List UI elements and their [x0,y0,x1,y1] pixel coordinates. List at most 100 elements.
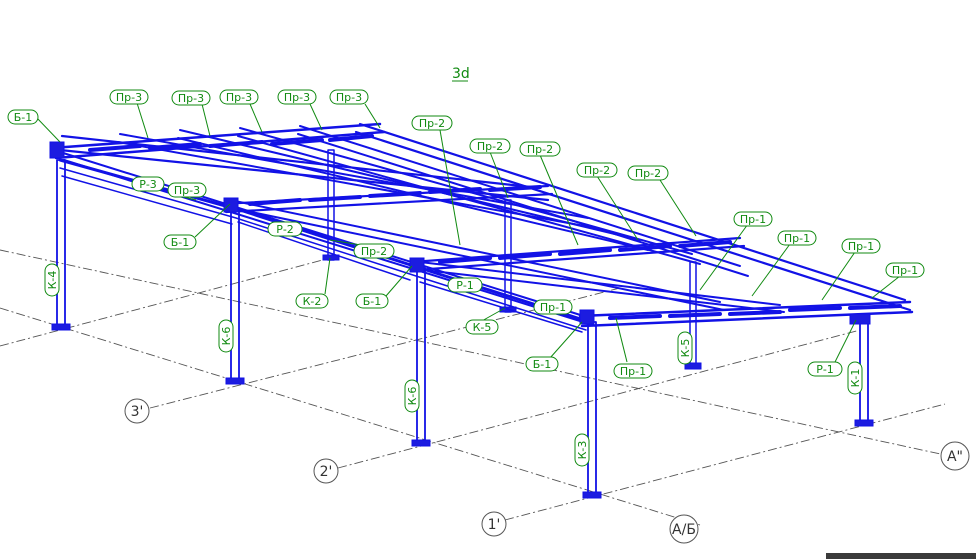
tag-r2: Р-2 [267,221,303,237]
tag-k4: К-4 [44,263,60,297]
svg-text:Пр-3: Пр-3 [116,91,142,104]
svg-text:Р-3: Р-3 [139,178,157,191]
window-edge-bar [826,553,976,559]
svg-text:Пр-3: Пр-3 [174,184,200,197]
axis-label-1: 1' [488,517,501,533]
tag-pr2-3: Пр-2 [519,141,561,157]
tag-pr1-3: Пр-1 [733,211,773,227]
view-title: 3d [452,66,470,82]
svg-text:К-6: К-6 [220,327,233,346]
svg-text:К-5: К-5 [679,339,692,358]
tag-k6-2: К-6 [404,379,420,413]
leader-lines [35,102,901,363]
column-k6-right [409,257,431,447]
svg-text:Б-1: Б-1 [533,358,552,371]
tag-k1: К-1 [847,361,863,395]
axis-label-a2q: А" [947,449,963,465]
svg-text:Пр-2: Пр-2 [584,164,610,177]
tag-pr3-3: Пр-3 [219,89,259,105]
axis-label-3: 3' [131,404,144,420]
axis-marker-ab: А/Б [669,514,699,544]
svg-text:Пр-1: Пр-1 [892,264,918,277]
svg-text:К-4: К-4 [46,271,59,290]
purlin-clips [88,134,902,320]
tag-r1-1: Р-1 [447,277,483,293]
tag-pr2-4: Пр-2 [576,162,618,178]
svg-text:Пр-2: Пр-2 [419,117,445,130]
axis-line-ab [0,307,701,526]
rafter-front [578,300,912,318]
svg-text:К-1: К-1 [849,369,862,388]
svg-text:Пр-1: Пр-1 [540,301,566,314]
tag-pr1-2: Пр-1 [613,363,653,379]
svg-text:Р-2: Р-2 [276,223,294,236]
svg-text:Пр-2: Пр-2 [477,140,503,153]
tag-k5-2: К-5 [677,331,693,365]
tag-pr1-4: Пр-1 [777,230,817,246]
axis-marker-1: 1' [481,511,507,537]
tag-b1-3: Б-1 [355,293,389,309]
tag-pr3-4: Пр-3 [277,89,317,105]
tag-pr1-6: Пр-1 [885,262,925,278]
axis-marker-a2q: А" [940,441,970,471]
svg-text:Пр-3: Пр-3 [178,92,204,105]
svg-text:Пр-3: Пр-3 [284,91,310,104]
tag-pr3-2: Пр-3 [171,90,211,106]
tag-k6-1: К-6 [218,319,234,353]
svg-text:Пр-1: Пр-1 [784,232,810,245]
svg-text:Пр-3: Пр-3 [226,91,252,104]
svg-text:К-2: К-2 [303,295,322,308]
column-k3 [579,309,602,499]
axis-line-a2q [0,249,946,456]
tag-k2: К-2 [295,293,329,309]
svg-text:Пр-1: Пр-1 [740,213,766,226]
svg-text:Б-1: Б-1 [171,236,190,249]
tag-r1-2: Р-1 [807,361,843,377]
svg-text:Пр-2: Пр-2 [635,167,661,180]
column-k6-left [223,197,245,385]
svg-text:Б-1: Б-1 [14,111,33,124]
tag-pr2-2: Пр-2 [469,138,511,154]
svg-text:Р-1: Р-1 [456,279,474,292]
purlin-lower-2 [229,199,721,303]
tags: Б-1 Пр-3 Пр-3 Пр-3 Пр-3 Пр-3 Р-3 Пр-3 Б-… [7,89,925,467]
tag-r3: Р-3 [131,176,165,192]
svg-text:К-5: К-5 [473,321,492,334]
tag-b1-2: Б-1 [163,234,197,250]
svg-text:Пр-2: Пр-2 [361,245,387,258]
purlin-3 [179,129,641,241]
view-title-text: 3d [452,66,470,82]
axis-line-4 [0,257,331,347]
svg-text:Пр-3: Пр-3 [336,91,362,104]
column-k4 [49,141,71,331]
tag-pr1-5: Пр-1 [841,238,881,254]
svg-text:Пр-2: Пр-2 [527,143,553,156]
tag-pr3-1: Пр-3 [109,89,149,105]
tag-pr2-1: Пр-2 [411,115,453,131]
axis-label-2: 2' [320,464,333,480]
tag-k3: К-3 [574,433,590,467]
tag-pr2-6: Пр-2 [353,243,395,259]
rafter-back [50,122,382,150]
svg-text:Пр-1: Пр-1 [620,365,646,378]
tag-b1-1: Б-1 [7,109,39,125]
svg-text:К-6: К-6 [406,387,419,406]
tag-b1-4: Б-1 [525,356,559,372]
axis-line-1 [504,403,946,521]
axis-marker-3: 3' [124,398,150,424]
tag-pr1-1: Пр-1 [533,299,573,315]
svg-text:Пр-1: Пр-1 [848,240,874,253]
purlin-6 [358,122,907,302]
svg-text:Р-1: Р-1 [816,363,834,376]
tag-k5-1: К-5 [465,319,499,335]
svg-text:К-3: К-3 [576,441,589,460]
axis-marker-2: 2' [313,458,339,484]
purlin-1 [60,134,542,190]
tag-pr3-5: Пр-3 [329,89,369,105]
svg-text:Б-1: Б-1 [363,295,382,308]
purlin-lower-3 [419,261,781,306]
axis-label-ab: А/Б [672,522,696,538]
tag-pr2-5: Пр-2 [627,165,669,181]
columns-front [49,141,874,499]
